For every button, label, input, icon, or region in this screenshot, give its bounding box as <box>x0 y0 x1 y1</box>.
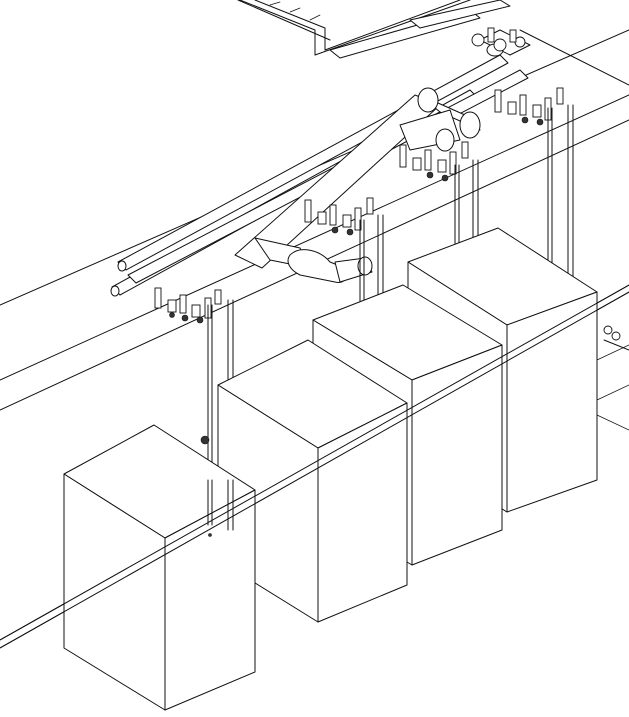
drop-pipe-feet <box>200 435 234 537</box>
boiler-units <box>63 227 598 711</box>
foreground-guide-lines <box>0 284 629 649</box>
valve-cluster-icon <box>494 87 564 126</box>
top-cable-tray <box>239 0 471 56</box>
flue-duct <box>234 29 531 284</box>
right-edge-fitting <box>603 325 629 351</box>
valve-cluster-icon <box>304 197 374 236</box>
boiler-unit-1 <box>63 424 256 711</box>
valve-cluster-icon <box>399 141 469 182</box>
valve-cluster-icon <box>471 27 526 52</box>
